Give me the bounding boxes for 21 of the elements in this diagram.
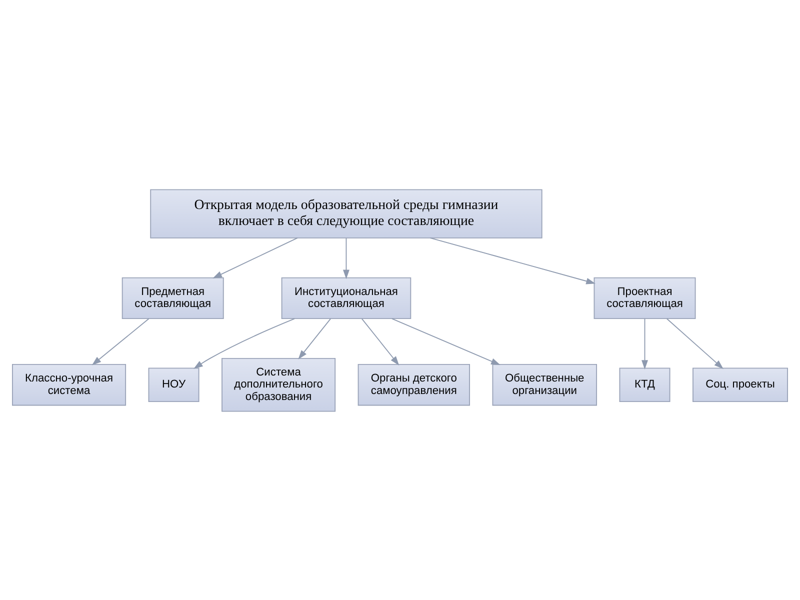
arrow [342,237,350,279]
node-box: Система дополнительного образования [222,357,336,412]
node-box: КТД [619,367,670,402]
node-box: Проектная составляющая [594,276,696,319]
arrow [194,318,296,368]
node-box: Институциональная составляющая [281,276,412,319]
node-box: Органы детского самоуправления [358,364,470,406]
arrow [92,318,150,365]
arrow [430,236,596,284]
node-box: Открытая модель образовательной среды гимназии включает в себя следующие составляющие [150,188,542,238]
arrow [666,318,724,368]
arrow [361,318,400,365]
node-box: Предметная составляющая [122,276,224,319]
arrow [642,318,648,369]
arrow [298,318,331,359]
arrow [392,318,500,365]
node-box: Общественные организации [492,364,598,406]
node-box: Классно-урочная система [12,364,126,406]
arrow [212,236,298,278]
node-box: Соц. проекты [692,367,788,402]
node-box: НОУ [148,367,200,402]
